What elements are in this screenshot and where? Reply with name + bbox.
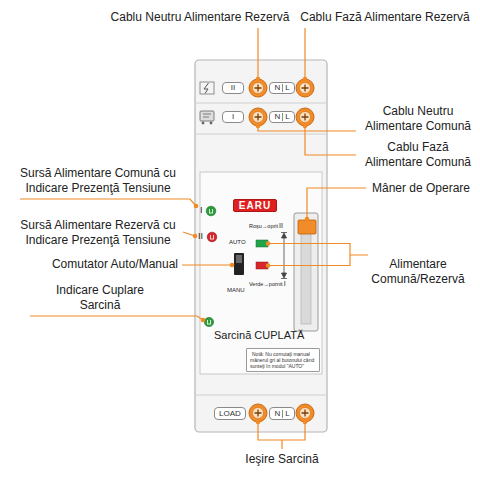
panel-text: Verde→pornit — [249, 281, 283, 288]
callout-label: Indicare Cuplare Sarcină — [45, 283, 155, 313]
source-mark: II — [279, 221, 283, 230]
callout-label: Cablu Fază Alimentare Rezervă — [295, 10, 475, 25]
box-text: N — [272, 113, 282, 121]
panel-text: Roşu→oprit — [249, 223, 278, 230]
box-text: N — [272, 84, 282, 92]
box-text: L — [282, 84, 291, 92]
housing-seam — [195, 134, 327, 135]
panel-text: MANU — [227, 286, 245, 294]
source-mark: II — [198, 231, 203, 242]
housing-seam — [195, 395, 327, 396]
generator-icon — [200, 111, 214, 124]
terminal-label-box: NL — [269, 111, 294, 123]
box-text: II — [229, 84, 237, 92]
terminal-screw — [249, 404, 267, 422]
source-mark: I — [284, 279, 286, 288]
callout-label: Mâner de Operare — [368, 181, 474, 196]
callout-label: Alimentare Comună/Rezervă — [360, 257, 476, 287]
callout-label: Ieşire Sarcină — [222, 452, 342, 467]
brand-badge: EARU — [233, 199, 277, 212]
callout-label: Cablu Neutru Alimentare Comună — [360, 104, 476, 134]
box-text: Notă: Nu comutaţi manual mânerul gri al … — [250, 351, 314, 369]
box-text: I — [230, 113, 236, 121]
red-led — [207, 232, 217, 242]
callout-label: Cablu Fază Alimentare Comună — [360, 140, 476, 170]
callout-label: Cablu Neutru Alimentare Rezervă — [105, 10, 295, 25]
box-text: EARU — [237, 201, 273, 211]
terminal-screw — [296, 404, 314, 422]
note-box: Notă: Nu comutaţi manual mânerul gri al … — [246, 348, 320, 372]
grid-icon — [200, 82, 214, 94]
box-text: N — [272, 410, 282, 418]
terminal-label-box: NL — [269, 407, 294, 420]
source-label-box: I — [222, 111, 244, 123]
source-mark: I — [200, 205, 203, 216]
housing — [195, 60, 327, 432]
green-led — [206, 206, 216, 216]
front-panel — [200, 172, 322, 374]
load-label-box: LOAD — [214, 407, 246, 420]
callout-label: Comutator Auto/Manual — [8, 257, 178, 272]
source-label-box: II — [222, 82, 244, 94]
terminal-screw — [249, 79, 267, 97]
callout-label: Sursă Alimentare Rezervă cu Indicare Pre… — [8, 218, 188, 248]
panel-text: AUTO — [229, 238, 246, 246]
terminal-screw — [296, 108, 314, 126]
operating-handle — [294, 213, 318, 331]
callout-label: Sursă Alimentare Comună cu Indicare Prez… — [8, 166, 188, 196]
terminal-label-box: NL — [269, 82, 294, 94]
box-text: L — [282, 113, 291, 121]
box-text: L — [282, 410, 291, 418]
position-arrow — [281, 233, 287, 279]
terminal-screw — [249, 108, 267, 126]
housing-seam — [195, 103, 327, 104]
panel-text: Sarcină CUPLATĂ — [214, 329, 304, 342]
auto-manual-switch — [234, 253, 244, 275]
terminal-screw — [296, 79, 314, 97]
box-text: LOAD — [217, 410, 243, 418]
leader-dots — [193, 77, 310, 425]
load-led — [204, 317, 213, 326]
